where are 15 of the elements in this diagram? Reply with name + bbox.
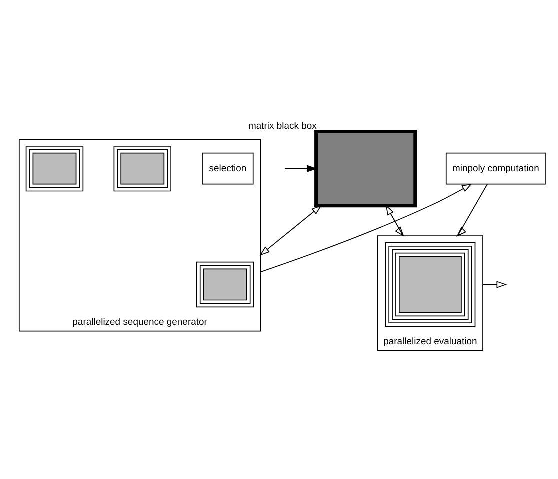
arrow [456, 184, 488, 237]
node-box [196, 262, 254, 308]
arrow [260, 205, 322, 256]
node-label: matrix black box [248, 121, 317, 132]
cluster: parallelized evaluation [377, 236, 484, 352]
node-box: selection [202, 152, 254, 185]
arrow [386, 205, 404, 238]
node-box [26, 146, 84, 192]
node-box [114, 146, 172, 192]
node-box [314, 130, 418, 208]
arrow [482, 281, 508, 288]
node-box [385, 242, 476, 327]
arrow [260, 184, 472, 273]
node-box: minpoly computation [446, 152, 546, 185]
arrow [284, 165, 318, 172]
